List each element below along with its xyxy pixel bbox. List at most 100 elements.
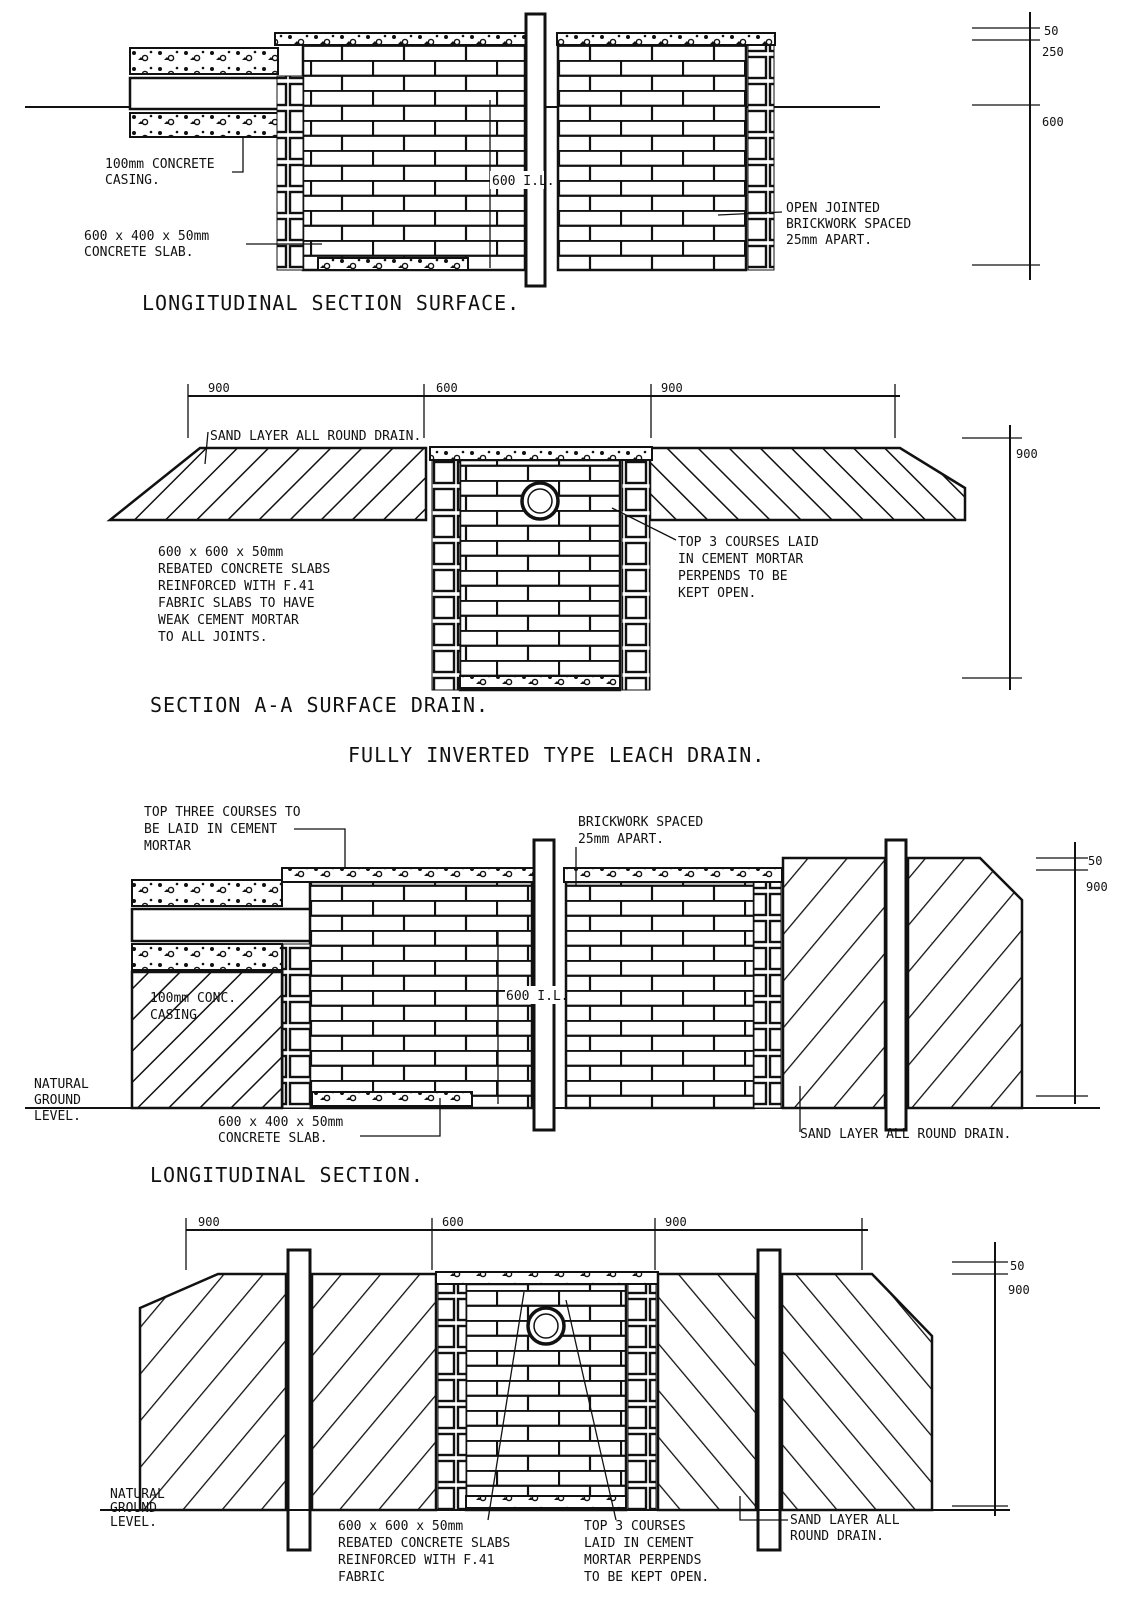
drain-base-slab <box>459 675 621 689</box>
ground-label-3-line3: LEVEL. <box>34 1109 81 1124</box>
brick-wall-right <box>556 43 748 272</box>
drain-top-slab <box>429 446 653 461</box>
dim-50: 50 <box>1044 24 1058 38</box>
vertical-dimension-4: 50 900 <box>952 1242 1030 1516</box>
slab-label-4-line3: REINFORCED WITH F.41 <box>338 1553 495 1568</box>
casing-label-2: CASING. <box>105 173 160 188</box>
slab-label-4-line2: REBATED CONCRETE SLABS <box>338 1536 510 1551</box>
courses-label-4-line3: MORTAR PERPENDS <box>584 1553 701 1568</box>
brick-edge-right-3 <box>753 881 782 1109</box>
slab-label-4-line1: 600 x 600 x 50mm <box>338 1519 463 1534</box>
courses-label-4-line4: TO BE KEPT OPEN. <box>584 1570 709 1585</box>
spacing-label-1: BRICKWORK SPACED <box>578 815 703 830</box>
sand-layer-label: SAND LAYER ALL ROUND DRAIN. <box>210 429 421 444</box>
courses-label-2-line4: KEPT OPEN. <box>678 586 756 601</box>
courses-label-2-line1: TOP 3 COURSES LAID <box>678 535 819 550</box>
backfill-left-4b <box>310 1272 438 1512</box>
backfill-right-3b <box>906 856 1024 1110</box>
dim-900-3: 900 <box>1086 880 1108 894</box>
dim-900-right-4: 900 <box>665 1215 687 1229</box>
open-joint-label-2: BRICKWORK SPACED <box>786 217 911 232</box>
pipe-casing-top-3 <box>131 879 283 907</box>
top-courses-label-2: BE LAID IN CEMENT <box>144 822 277 837</box>
brick-wall-left-3 <box>308 880 534 1110</box>
dim-900-right: 900 <box>661 381 683 395</box>
dim-600: 600 <box>1042 115 1064 129</box>
sand-layer-label-3: SAND LAYER ALL ROUND DRAIN. <box>800 1127 1011 1142</box>
cut-gap <box>524 12 547 288</box>
ground-label-3-line2: GROUND <box>34 1093 81 1108</box>
casing-label-1: 100mm CONCRETE <box>105 157 215 172</box>
ground-label-4-line1: NATURAL <box>110 1487 165 1502</box>
backfill-left-3 <box>130 970 284 1110</box>
top-slab-right <box>556 32 776 46</box>
sand-label-4-line1: SAND LAYER ALL <box>790 1513 900 1528</box>
dim-900-vertical: 900 <box>1016 447 1038 461</box>
backfill-right-4a <box>656 1272 758 1512</box>
pipe-casing-bottom-3 <box>131 943 283 971</box>
dim-600-mid: 600 <box>436 381 458 395</box>
ground-label-4-line3: LEVEL. <box>110 1515 157 1530</box>
top-slab-left <box>274 32 528 46</box>
section-1-title: LONGITUDINAL SECTION SURFACE. <box>142 291 520 315</box>
slab-label-2-line5: WEAK CEMENT MORTAR <box>158 613 299 628</box>
spacing-label-2: 25mm APART. <box>578 832 664 847</box>
backfill-left <box>106 446 428 522</box>
base-slab-left <box>317 257 469 271</box>
dim-250: 250 <box>1042 45 1064 59</box>
drain-brick-edge-right <box>621 459 651 691</box>
cut-gap-3 <box>532 838 556 1132</box>
courses-label-2-line2: IN CEMENT MORTAR <box>678 552 803 567</box>
section-1-longitudinal-surface: 600 I.L. 100mm CONCRETE CASING. 600 x 40… <box>25 12 1064 315</box>
casing-label-3-line2: CASING <box>150 1008 197 1023</box>
vertical-dimension-1: 50 250 600 <box>972 12 1064 280</box>
section-3-longitudinal: 600 I.L. TOP THREE COURSES TO BE LAID IN… <box>25 805 1108 1187</box>
drain-brick-edge-left-4 <box>437 1283 467 1511</box>
backfill-right-4b <box>780 1272 934 1512</box>
invert-level-label-3: 600 I.L. <box>506 989 569 1004</box>
sand-label-4-line2: ROUND DRAIN. <box>790 1529 884 1544</box>
courses-label-2-line3: PERPENDS TO BE <box>678 569 788 584</box>
slab-label-3-line2: CONCRETE SLAB. <box>218 1131 328 1146</box>
base-slab-left-3 <box>311 1091 473 1107</box>
drain-brick-edge-right-4 <box>627 1283 657 1511</box>
dim-900-4: 900 <box>1008 1283 1030 1297</box>
courses-label-4-line2: LAID IN CEMENT <box>584 1536 694 1551</box>
slab-label-2-line1: 600 x 600 x 50mm <box>158 545 283 560</box>
slab-label-2-line3: REINFORCED WITH F.41 <box>158 579 315 594</box>
backfill-left-4a <box>138 1272 288 1512</box>
casing-label-3-line1: 100mm CONC. <box>150 991 236 1006</box>
ground-label-4-line2: GROUND <box>110 1501 157 1516</box>
cut-gap-3b <box>884 838 908 1132</box>
open-joint-label-1: OPEN JOINTED <box>786 201 880 216</box>
pipe-casing-top <box>129 47 279 75</box>
open-joint-label-3: 25mm APART. <box>786 233 872 248</box>
vertical-dimension-2: 900 <box>962 425 1038 690</box>
cut-gap-4a <box>286 1248 312 1552</box>
dim-900-left-4: 900 <box>198 1215 220 1229</box>
top-slab-right-3 <box>563 867 783 883</box>
top-dimension-line-4: 900 600 900 <box>185 1215 868 1270</box>
top-slab-left-3 <box>281 867 535 883</box>
vertical-dimension-3: 50 900 <box>1036 842 1108 1104</box>
slab-label-2-line4: FABRIC SLABS TO HAVE <box>158 596 315 611</box>
slab-label-4-line4: FABRIC <box>338 1570 385 1585</box>
courses-label-4-line1: TOP 3 COURSES <box>584 1519 686 1534</box>
brick-wall-right-3 <box>564 880 756 1110</box>
main-title: FULLY INVERTED TYPE LEACH DRAIN. <box>348 743 765 767</box>
section-2-cross-section-surface: 900 600 900 SAND LAYER ALL ROUND DRAIN. … <box>106 381 1038 717</box>
ground-label-3-line1: NATURAL <box>34 1077 89 1092</box>
dim-600-mid-4: 600 <box>442 1215 464 1229</box>
dim-900-left: 900 <box>208 381 230 395</box>
top-courses-label-1: TOP THREE COURSES TO <box>144 805 301 820</box>
drain-top-slab-4 <box>435 1271 659 1285</box>
dim-50-4: 50 <box>1010 1259 1024 1273</box>
brick-wall-left <box>301 43 527 272</box>
brick-edge-left-3 <box>282 943 311 1109</box>
backfill-right-3a <box>781 856 887 1110</box>
section-3-title: LONGITUDINAL SECTION. <box>150 1163 424 1187</box>
section-4-cross-section: 900 600 900 NATURAL GROUND LEVEL. 600 x … <box>100 1215 1030 1585</box>
top-courses-label-3: MORTAR <box>144 839 191 854</box>
slab-label-3-line1: 600 x 400 x 50mm <box>218 1115 343 1130</box>
